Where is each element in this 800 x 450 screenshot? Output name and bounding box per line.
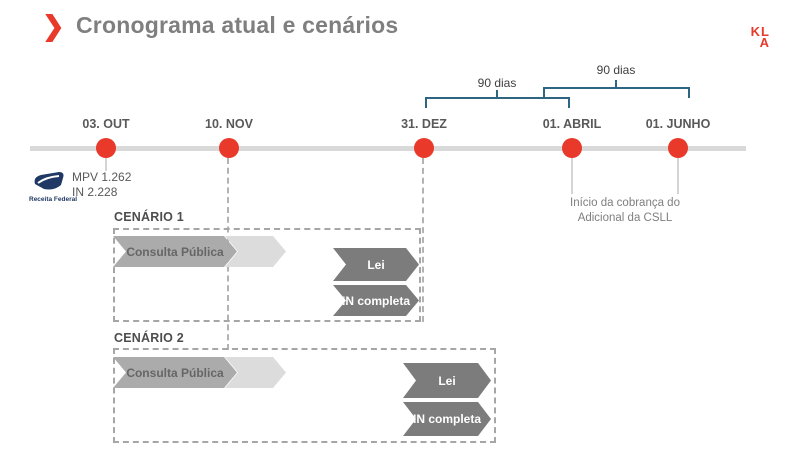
bracket-line (425, 97, 570, 99)
timeline-axis (30, 146, 746, 151)
dashed-line-dez (422, 158, 424, 322)
mpv-in-text: MPV 1.262 IN 2.228 (72, 170, 131, 200)
bracket-label: 90 dias (596, 63, 636, 77)
milestone-dot-nov (219, 138, 239, 158)
kla-logo: KL A (740, 24, 770, 50)
connector-junho (677, 158, 679, 194)
bracket-center-tick (496, 90, 498, 98)
kla-logo-line1: KL (750, 24, 770, 39)
bracket-center-tick (615, 80, 617, 88)
bracket-end-tick (688, 87, 690, 98)
milestone-dot-dez (414, 138, 434, 158)
scenario-1-lei-arrow: Lei (333, 248, 419, 281)
receita-federal-emblem-icon (34, 172, 64, 190)
scenario-2-consulta-publica-arrow: Consulta Pública (113, 357, 237, 388)
csll-annotation: Início da cobrança do Adicional da CSLL (535, 196, 715, 226)
connector-abril (571, 158, 573, 194)
kla-logo-line2: A (759, 35, 770, 50)
milestone-date-junho: 01. JUNHO (645, 117, 711, 131)
bracket-end-tick (425, 97, 427, 108)
bracket-label: 90 dias (477, 76, 517, 90)
in-line: IN 2.228 (72, 185, 118, 199)
scenario-1-in-completa-arrow: IN completa (333, 285, 419, 316)
bracket-end-tick (568, 97, 570, 108)
receita-federal-logo: Receita Federal (29, 171, 78, 203)
milestone-date-out: 03. OUT (82, 117, 130, 131)
milestone-date-abril: 01. ABRIL (542, 117, 602, 131)
scenario-2-lei-arrow: Lei (403, 363, 491, 398)
milestone-dot-out (96, 138, 116, 158)
title-chevron-icon: ❯ (42, 11, 65, 41)
scenario-2-label: CENÁRIO 2 (114, 331, 184, 345)
scenario-2-in-completa-arrow: IN completa (403, 402, 491, 436)
bracket-end-tick (543, 87, 545, 98)
scenario-1-consulta-publica-arrow: Consulta Pública (113, 236, 237, 267)
scenario-2-box (113, 348, 496, 443)
milestone-dot-junho (668, 138, 688, 158)
scenario-1-label: CENÁRIO 1 (114, 210, 184, 224)
bracket-line (543, 87, 690, 89)
receita-federal-label: Receita Federal (29, 196, 78, 203)
milestone-date-dez: 31. DEZ (401, 117, 447, 131)
scenario-1-box (113, 228, 421, 322)
page-title: Cronograma atual e cenários (76, 12, 399, 38)
csll-annotation-line2: Adicional da CSLL (577, 212, 673, 224)
milestone-date-nov: 10. NOV (205, 117, 253, 131)
mpv-line: MPV 1.262 (72, 170, 132, 184)
csll-annotation-line1: Início da cobrança do (570, 197, 680, 209)
connector-out (105, 158, 107, 171)
milestone-dot-abril (562, 138, 582, 158)
